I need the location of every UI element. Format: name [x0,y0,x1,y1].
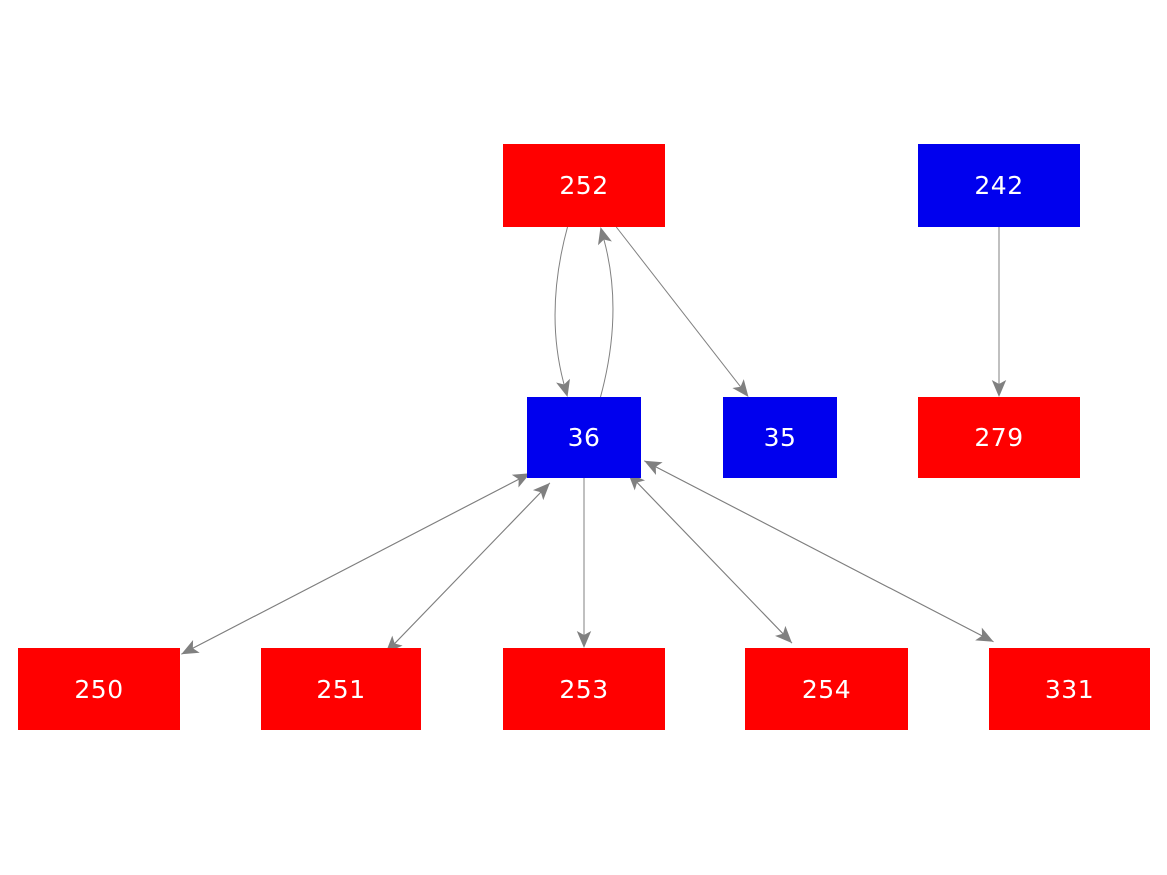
graph-node-label: 250 [74,674,124,704]
graph-node-label: 36 [567,423,601,452]
graph-node-252[interactable]: 252 [503,144,665,227]
edge-line [181,478,519,655]
graph-edge-251-to-36[interactable] [385,482,550,654]
graph-node-label: 279 [974,423,1024,452]
edge-line [655,466,994,643]
edge-arrowhead [556,378,570,397]
graph-node-label: 35 [763,423,797,452]
graph-node-label: 331 [1044,674,1095,704]
graph-node-35[interactable]: 35 [723,397,837,478]
graph-edge-242-to-279[interactable] [991,227,1007,397]
edge-arrowhead [991,380,1007,397]
graph-edge-250-to-36[interactable] [181,473,531,655]
graph-node-label: 253 [559,674,609,704]
graph-edge-36-to-253[interactable] [576,478,592,648]
graph-node-279[interactable]: 279 [918,397,1080,478]
graph-node-label: 242 [974,171,1024,200]
edge-arrowhead [181,640,200,655]
edge-arrowhead [532,482,550,501]
edge-line [636,482,793,644]
graph-node-36[interactable]: 36 [527,397,641,478]
graph-edge-252-to-36[interactable] [554,226,570,397]
graph-node-label: 252 [559,171,609,200]
edge-line [600,239,614,398]
edge-arrowhead [511,473,531,488]
graph-edge-254-to-36[interactable] [628,473,793,644]
graph-edge-331-to-36[interactable] [644,460,994,643]
edge-line [385,491,542,654]
graph-node-242[interactable]: 242 [918,144,1080,227]
edge-arrowhead [644,460,663,476]
edge-arrowhead [975,627,994,642]
graph-node-251[interactable]: 251 [261,648,421,730]
graph-node-250[interactable]: 250 [18,648,180,730]
graph-node-254[interactable]: 254 [745,648,908,730]
edge-arrowhead [576,631,592,648]
graph-node-331[interactable]: 331 [989,648,1150,730]
graph-node-253[interactable]: 253 [503,648,665,730]
graph-node-label: 251 [316,674,366,704]
graph-edge-36-to-252[interactable] [598,227,614,398]
edge-line [615,226,741,388]
graph-node-label: 254 [801,674,852,704]
edge-arrowhead [732,379,749,397]
edge-line [554,226,568,385]
edge-arrowhead [598,227,612,246]
graph-edge-252-to-35[interactable] [615,226,749,397]
